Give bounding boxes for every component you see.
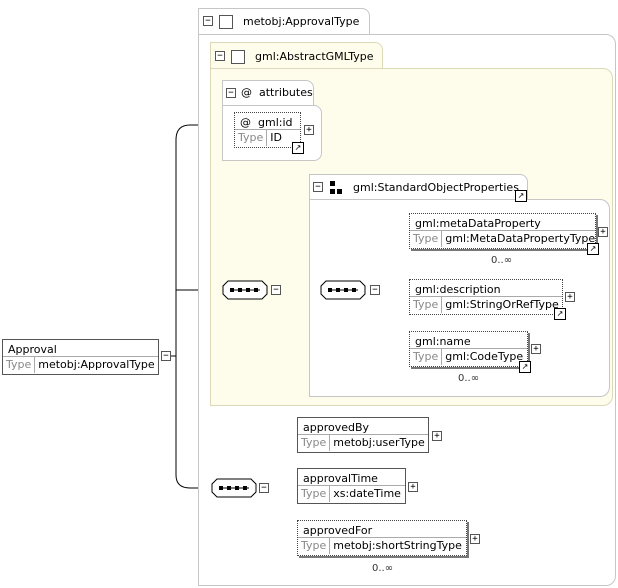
collapse-toggle[interactable]: − <box>161 351 171 361</box>
type-key: Type <box>410 349 443 365</box>
element-approvedfor[interactable]: approvedFor Type metobj:shortStringType <box>297 520 467 556</box>
type-value: gml:CodeType <box>445 350 524 363</box>
element-gml-name[interactable]: gml:name Type gml:CodeType <box>409 331 528 367</box>
link-icon[interactable]: ↗ <box>554 308 566 320</box>
element-name: Approval <box>3 340 158 357</box>
collapse-toggle[interactable]: − <box>271 285 281 295</box>
type-value: ID <box>270 131 282 144</box>
attribute-prefix: @ <box>240 116 251 129</box>
sequence-compositor-icon <box>211 478 257 498</box>
type-key: Type <box>410 297 443 313</box>
element-name: approvedBy <box>298 418 428 435</box>
occurrence-label: 0..∞ <box>458 373 480 384</box>
element-name: gml:description <box>410 280 562 297</box>
element-approvaltime[interactable]: approvalTime Type xs:dateTime <box>297 468 406 504</box>
collapse-toggle[interactable]: − <box>215 51 225 61</box>
expand-toggle[interactable]: + <box>598 227 608 237</box>
link-icon[interactable]: ↗ <box>292 142 304 154</box>
element-name: approvalTime <box>298 469 405 486</box>
expand-toggle[interactable]: + <box>531 344 541 354</box>
type-key: Type <box>298 486 331 502</box>
sequence-compositor-icon <box>320 280 366 300</box>
complex-type-icon <box>231 50 245 64</box>
element-name: gml:name <box>410 332 527 349</box>
expand-toggle[interactable]: + <box>304 125 314 135</box>
sop-tab: − gml:StandardObjectProperties <box>309 174 528 200</box>
collapse-toggle[interactable]: − <box>313 182 323 192</box>
attribute-group-icon: @ <box>241 86 252 99</box>
abstract-type-title: gml:AbstractGMLType <box>255 50 374 63</box>
sop-title: gml:StandardObjectProperties <box>353 181 519 194</box>
element-type-row: Type metobj:userType <box>298 435 428 451</box>
type-key: Type <box>298 538 331 554</box>
type-key: Type <box>410 231 443 247</box>
attributes-title: attributes <box>259 86 313 99</box>
expand-toggle[interactable]: + <box>565 292 575 302</box>
attribute-name: gml:id <box>258 116 293 129</box>
element-name: approvedFor <box>298 521 466 538</box>
type-value: gml:MetaDataPropertyType <box>445 232 596 245</box>
collapse-toggle[interactable]: − <box>226 88 236 98</box>
collapse-toggle[interactable]: − <box>370 285 380 295</box>
type-key: Type <box>3 357 36 373</box>
root-element-approval[interactable]: Approval Type metobj:ApprovalType <box>2 339 159 375</box>
expand-toggle[interactable]: + <box>408 482 418 492</box>
approvaltype-tab: − metobj:ApprovalType <box>198 8 370 35</box>
element-approvedby[interactable]: approvedBy Type metobj:userType <box>297 417 429 453</box>
occurrence-label: 0..∞ <box>372 563 394 574</box>
attributes-tab: − @ attributes <box>222 80 314 106</box>
complex-type-icon <box>219 15 233 29</box>
complex-type-title: metobj:ApprovalType <box>243 15 360 28</box>
attribute-type-row: Type ID <box>235 130 300 146</box>
link-icon[interactable]: ↗ <box>587 243 599 255</box>
element-type-row: Type gml:StringOrRefType <box>410 297 562 313</box>
type-value: metobj:ApprovalType <box>38 358 155 371</box>
type-key: Type <box>235 130 268 146</box>
type-value: gml:StringOrRefType <box>445 298 559 311</box>
link-icon[interactable]: ↗ <box>515 190 527 202</box>
type-value: xs:dateTime <box>333 487 401 500</box>
expand-toggle[interactable]: + <box>432 431 442 441</box>
element-type-row: Type metobj:ApprovalType <box>3 357 158 373</box>
type-value: metobj:shortStringType <box>333 539 462 552</box>
occurrence-label: 0..∞ <box>491 255 513 266</box>
collapse-toggle[interactable]: − <box>259 483 269 493</box>
group-icon <box>330 181 342 194</box>
attribute-gml-id[interactable]: @ gml:id Type ID <box>234 112 301 148</box>
type-value: metobj:userType <box>333 436 425 449</box>
element-gml-metadataproperty[interactable]: gml:metaDataProperty Type gml:MetaDataPr… <box>409 213 596 249</box>
abstractgmltype-tab: − gml:AbstractGMLType <box>210 42 383 69</box>
attribute-name-row: @ gml:id <box>235 113 300 130</box>
expand-toggle[interactable]: + <box>470 534 480 544</box>
type-key: Type <box>298 435 331 451</box>
link-icon[interactable]: ↗ <box>519 361 531 373</box>
element-type-row: Type xs:dateTime <box>298 486 405 502</box>
element-type-row: Type metobj:shortStringType <box>298 538 466 554</box>
element-gml-description[interactable]: gml:description Type gml:StringOrRefType <box>409 279 563 315</box>
sequence-compositor-icon <box>222 280 268 300</box>
element-type-row: Type gml:CodeType <box>410 349 527 365</box>
element-name: gml:metaDataProperty <box>410 214 595 231</box>
element-type-row: Type gml:MetaDataPropertyType <box>410 231 595 247</box>
collapse-toggle[interactable]: − <box>203 16 213 26</box>
